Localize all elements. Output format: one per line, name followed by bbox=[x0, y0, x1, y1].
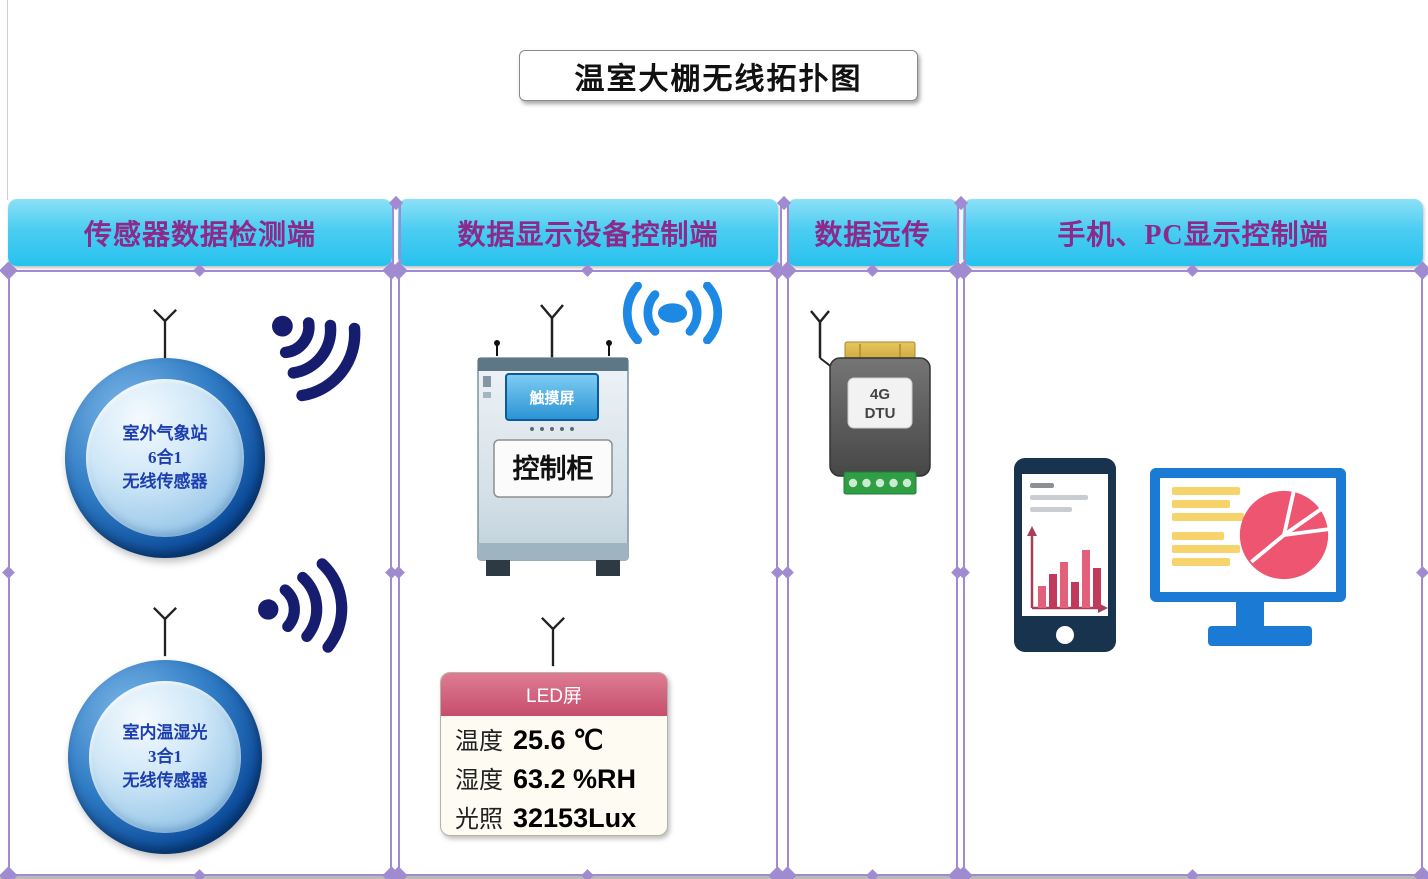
led-title-text: LED屏 bbox=[526, 686, 582, 707]
header-label: 传感器数据检测端 bbox=[83, 219, 316, 251]
wifi-signal-icon bbox=[234, 271, 411, 445]
column-divider bbox=[957, 204, 966, 270]
text-line bbox=[1030, 495, 1088, 500]
dtu-device: 4G DTU bbox=[800, 306, 940, 506]
wifi-signal-icon bbox=[244, 545, 391, 666]
sensor-line: 6合1 bbox=[148, 448, 182, 468]
text-line bbox=[1172, 500, 1230, 508]
border-ornament bbox=[865, 869, 879, 879]
sensor-face: 室外气象站 6合1 无线传感器 bbox=[86, 379, 244, 537]
text-line bbox=[1030, 507, 1072, 512]
diagram-title-text: 温室大棚无线拓扑图 bbox=[574, 62, 863, 96]
pie-chart-icon bbox=[1239, 490, 1329, 580]
border-ornament bbox=[2, 566, 15, 579]
border-ornament bbox=[778, 866, 797, 879]
page-edge bbox=[7, 0, 8, 200]
document-lines bbox=[1172, 487, 1244, 571]
border-ornament bbox=[1186, 264, 1199, 277]
column-header-display-control: 数据显示设备控制端 bbox=[398, 199, 778, 266]
dtu-label-line2: DTU bbox=[865, 405, 896, 422]
sensor-line: 无线传感器 bbox=[122, 471, 208, 491]
text-line bbox=[1172, 545, 1240, 553]
sensor-line: 3合1 bbox=[148, 747, 182, 767]
cabinet-label: 控制柜 bbox=[513, 454, 594, 484]
monitor-display bbox=[1160, 478, 1336, 592]
bar-chart-icon bbox=[1027, 526, 1108, 613]
led-panel-title: LED屏 bbox=[441, 673, 667, 716]
border-ornament bbox=[1416, 566, 1428, 579]
diagram-title: 温室大棚无线拓扑图 bbox=[519, 50, 918, 101]
column-header-sensor-detection: 传感器数据检测端 bbox=[8, 199, 392, 266]
text-line bbox=[1172, 532, 1224, 540]
border-ornament bbox=[865, 264, 879, 277]
antenna-icon bbox=[147, 308, 183, 365]
text-line bbox=[1172, 513, 1244, 521]
antenna-icon bbox=[147, 606, 183, 663]
sensor-node-outdoor: 室外气象站 6合1 无线传感器 bbox=[65, 358, 265, 558]
sensor-face: 室内温湿光 3合1 无线传感器 bbox=[89, 681, 241, 833]
page-edge bbox=[0, 876, 1428, 879]
header-label: 数据远传 bbox=[814, 219, 931, 251]
border-ornament bbox=[1413, 866, 1428, 879]
dtu-label-line1: 4G bbox=[870, 386, 890, 403]
text-line bbox=[1030, 483, 1054, 488]
border-ornament bbox=[781, 566, 794, 579]
touchscreen-label: 触摸屏 bbox=[529, 389, 574, 407]
monitor-stand bbox=[1236, 600, 1264, 628]
border-ornament bbox=[193, 264, 206, 277]
header-label: 数据显示设备控制端 bbox=[457, 219, 719, 251]
antenna-icon bbox=[535, 616, 571, 673]
monitor-base bbox=[1208, 626, 1312, 646]
column-divider bbox=[780, 204, 789, 270]
text-line bbox=[1172, 487, 1240, 495]
sensor-line: 室外气象站 bbox=[122, 424, 208, 444]
header-label: 手机、PC显示控制端 bbox=[1057, 219, 1329, 251]
sensor-line: 室内温湿光 bbox=[122, 723, 208, 743]
text-line bbox=[1172, 558, 1230, 566]
column-divider bbox=[392, 204, 401, 270]
phone-home-button bbox=[1056, 626, 1074, 644]
smartphone-icon bbox=[1014, 458, 1116, 652]
border-ornament bbox=[581, 264, 594, 277]
monitor-icon bbox=[1150, 468, 1346, 602]
column-header-remote-transfer: 数据远传 bbox=[787, 199, 958, 266]
column-header-phone-pc: 手机、PC显示控制端 bbox=[963, 199, 1423, 266]
sensor-node-indoor: 室内温湿光 3合1 无线传感器 bbox=[68, 660, 262, 854]
phone-screen bbox=[1022, 474, 1108, 616]
control-cabinet-device: 触摸屏 控制柜 bbox=[470, 300, 635, 595]
border-ornament bbox=[0, 866, 18, 879]
broadcast-icon bbox=[600, 281, 745, 345]
sensor-line: 无线传感器 bbox=[122, 770, 208, 790]
